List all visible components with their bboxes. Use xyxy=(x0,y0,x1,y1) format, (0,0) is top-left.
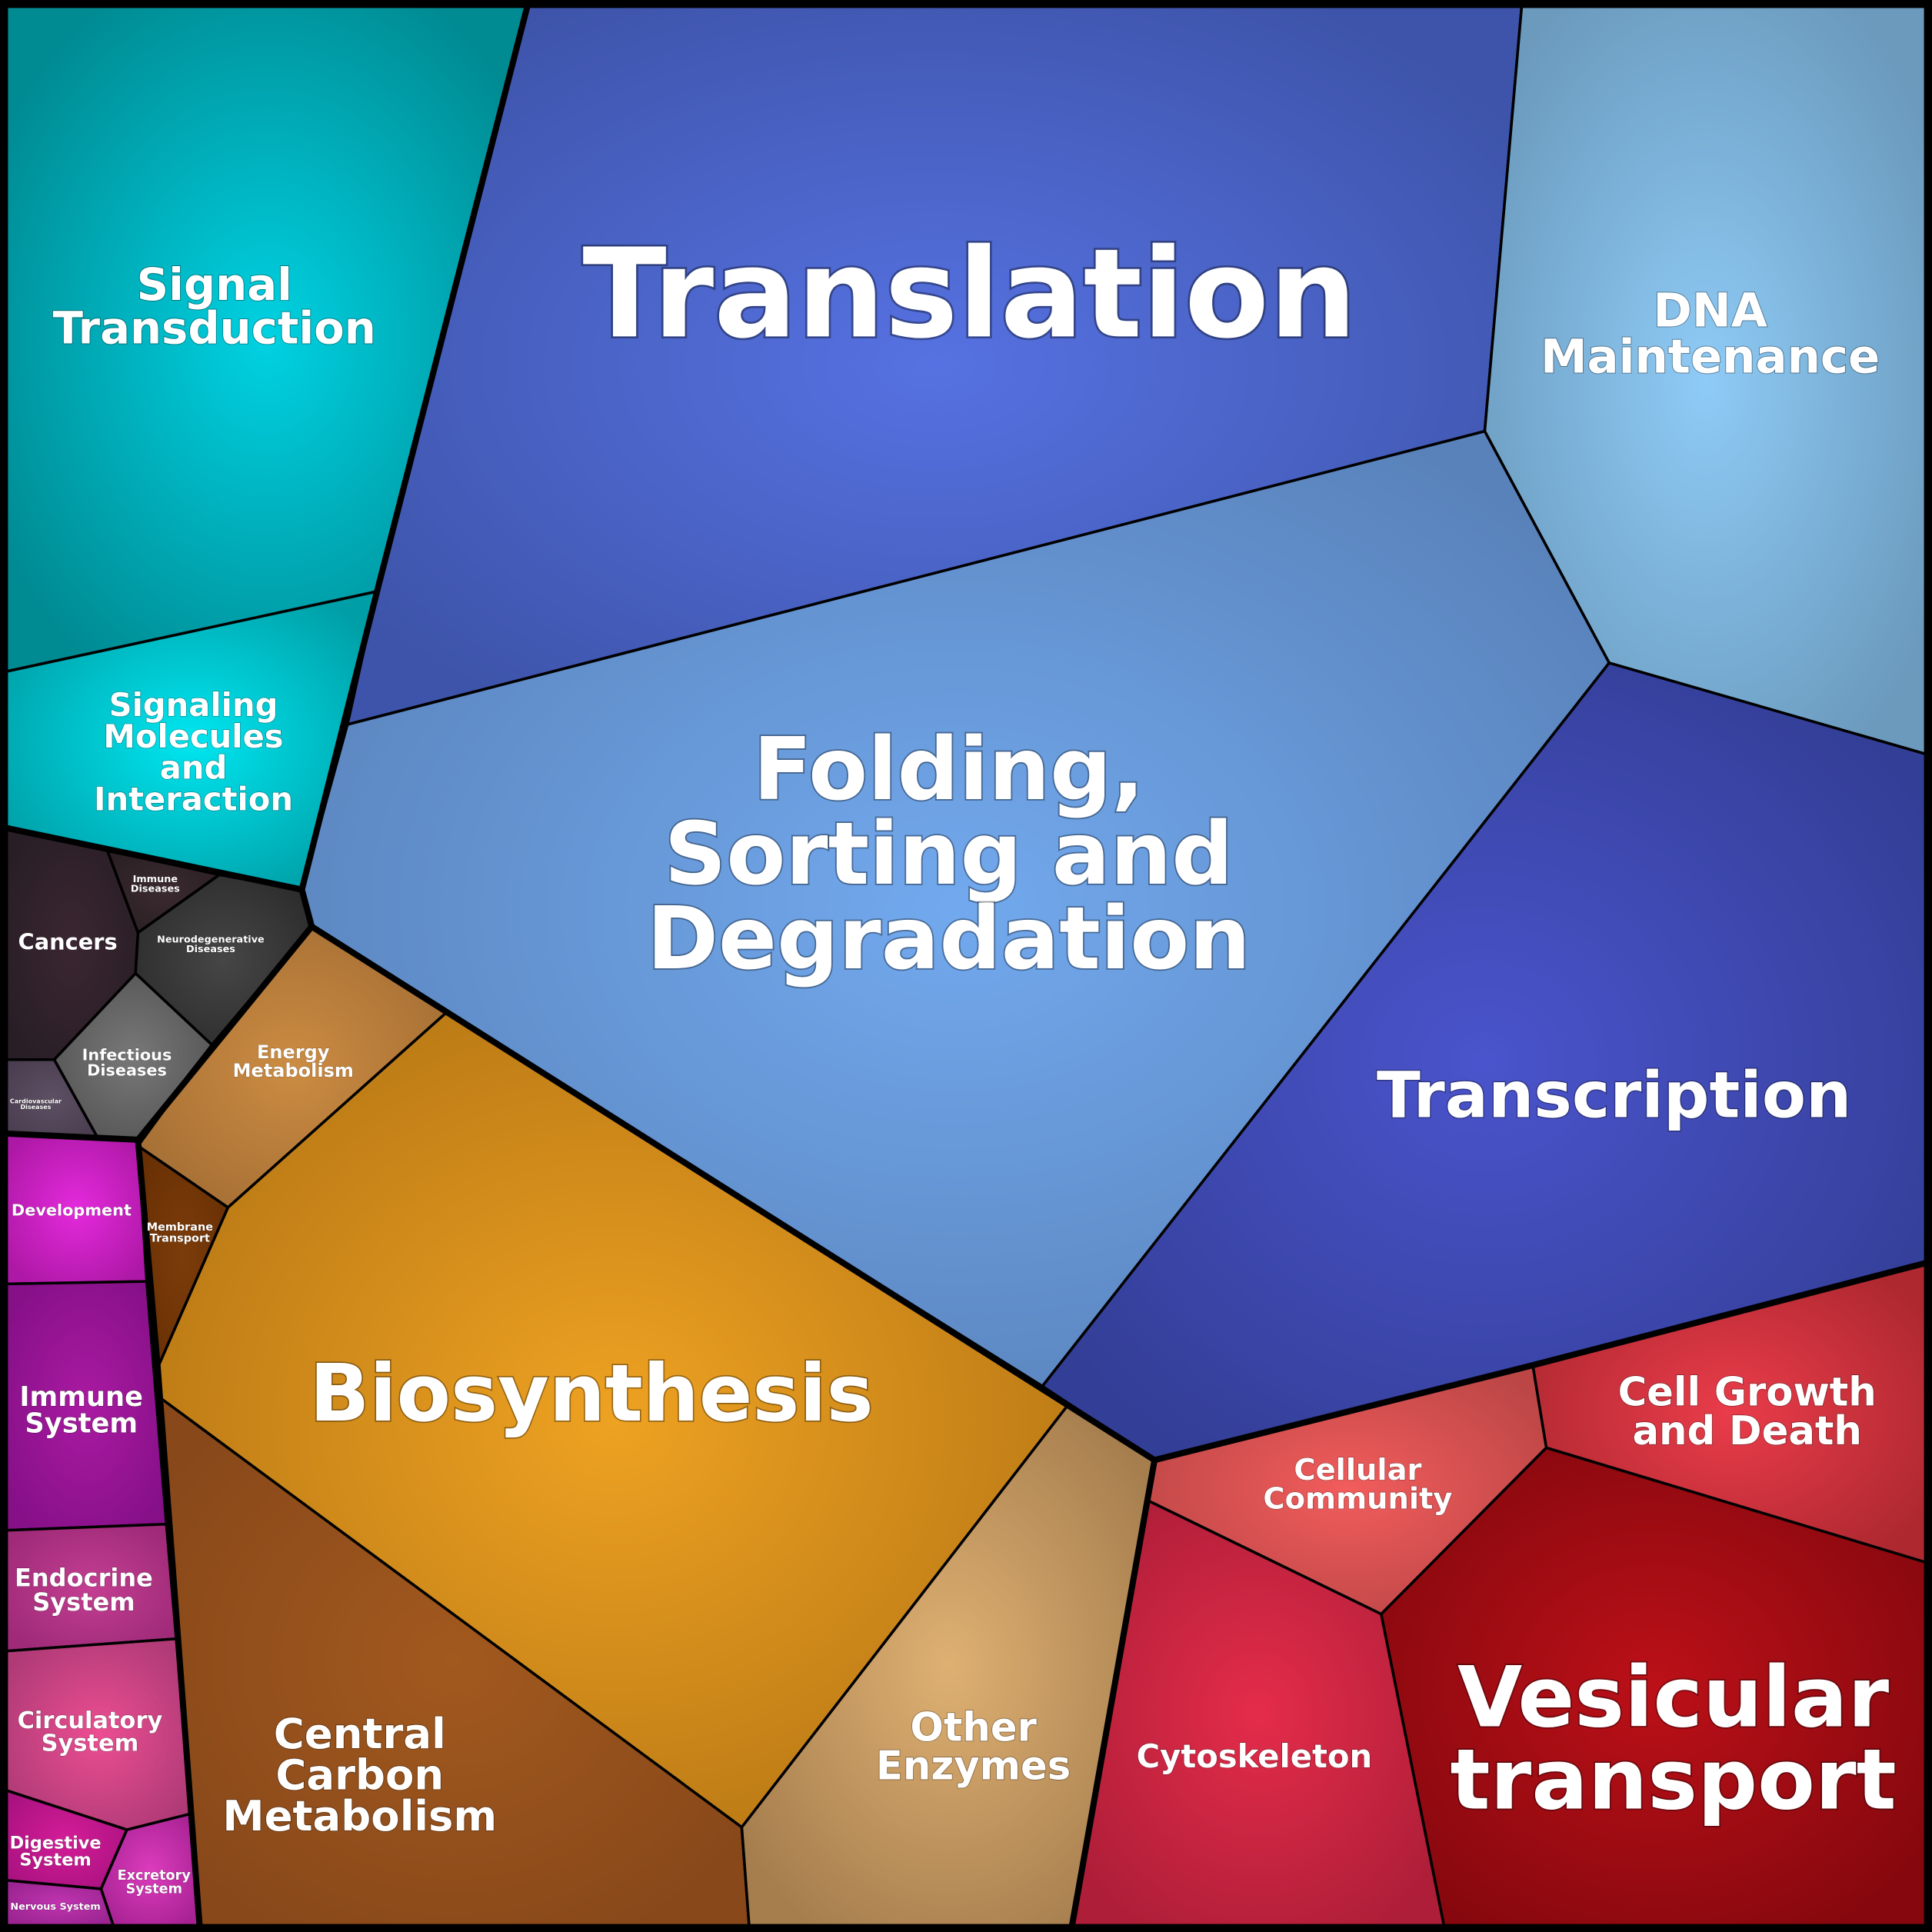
label-line: Translation xyxy=(582,222,1357,365)
label-line: System xyxy=(42,1730,139,1757)
label-development: Development xyxy=(12,1201,132,1220)
label-line: System xyxy=(32,1587,135,1617)
label-line: Maintenance xyxy=(1541,329,1880,384)
group-border xyxy=(135,1139,203,1927)
label-line: Cardiovascular xyxy=(10,1098,62,1104)
label-line: Degradation xyxy=(647,889,1251,989)
label-line: Infectious xyxy=(82,1045,172,1064)
label-line: Digestive xyxy=(10,1833,102,1853)
label-line: Signaling xyxy=(109,686,278,724)
label-line: Diseases xyxy=(131,884,180,895)
label-line: Vesicular xyxy=(1457,1649,1889,1747)
label-line: Cell Growth xyxy=(1618,1370,1877,1416)
label-line: System xyxy=(126,1881,182,1897)
label-line: Central xyxy=(274,1709,446,1758)
label-line: Excretory xyxy=(118,1868,192,1884)
label-translation: Translation xyxy=(582,222,1357,365)
label-line: Circulatory xyxy=(18,1707,163,1734)
label-line: Metabolism xyxy=(233,1060,354,1081)
label-line: Endocrine xyxy=(15,1563,153,1592)
label-line: Metabolism xyxy=(222,1791,497,1840)
label-line: Community xyxy=(1263,1482,1452,1517)
label-line: Nervous System xyxy=(10,1901,100,1913)
label-line: Enzymes xyxy=(876,1744,1071,1790)
label-line: Signal xyxy=(137,258,292,311)
label-line: transport xyxy=(1450,1730,1896,1828)
label-line: Other xyxy=(910,1704,1037,1750)
label-cytoskeleton: Cytoskeleton xyxy=(1137,1737,1372,1775)
label-line: Molecules xyxy=(103,718,283,755)
label-line: Cellular xyxy=(1294,1453,1421,1487)
label-line: Immune xyxy=(19,1381,143,1413)
label-line: Folding, xyxy=(753,720,1144,820)
label-line: and xyxy=(160,749,228,787)
label-line: DNA xyxy=(1653,284,1767,338)
label-line: Interaction xyxy=(94,780,293,818)
group-border xyxy=(1154,1260,1927,1464)
group-border xyxy=(5,924,315,1143)
label-line: Biosynthesis xyxy=(309,1348,873,1440)
label-line: Diseases xyxy=(20,1104,51,1111)
group-borders xyxy=(5,5,1927,1927)
label-line: Diseases xyxy=(186,944,235,955)
label-line: Cytoskeleton xyxy=(1137,1737,1372,1775)
label-line: Immune xyxy=(133,874,178,885)
label-line: Transcription xyxy=(1377,1058,1851,1133)
label-line: Sorting and xyxy=(665,804,1234,904)
label-line: Transduction xyxy=(53,301,376,354)
label-line: Membrane xyxy=(147,1221,214,1234)
label-cancers: Cancers xyxy=(18,928,118,954)
label-nervous: Nervous System xyxy=(10,1901,100,1913)
group-border xyxy=(298,5,1158,1927)
group-border xyxy=(5,824,303,893)
label-line: Diseases xyxy=(87,1061,167,1080)
label-line: and Death xyxy=(1632,1408,1861,1454)
label-line: Energy xyxy=(257,1041,330,1063)
label-line: System xyxy=(19,1850,91,1870)
label-line: Development xyxy=(12,1201,132,1220)
label-line: Cancers xyxy=(18,928,118,954)
label-line: Carbon xyxy=(275,1750,444,1800)
label-line: Neurodegenerative xyxy=(157,934,265,945)
label-line: System xyxy=(25,1408,138,1440)
label-transcription: Transcription xyxy=(1377,1058,1851,1133)
label-line: Transport xyxy=(150,1232,210,1244)
label-biosynthesis: Biosynthesis xyxy=(309,1348,873,1440)
